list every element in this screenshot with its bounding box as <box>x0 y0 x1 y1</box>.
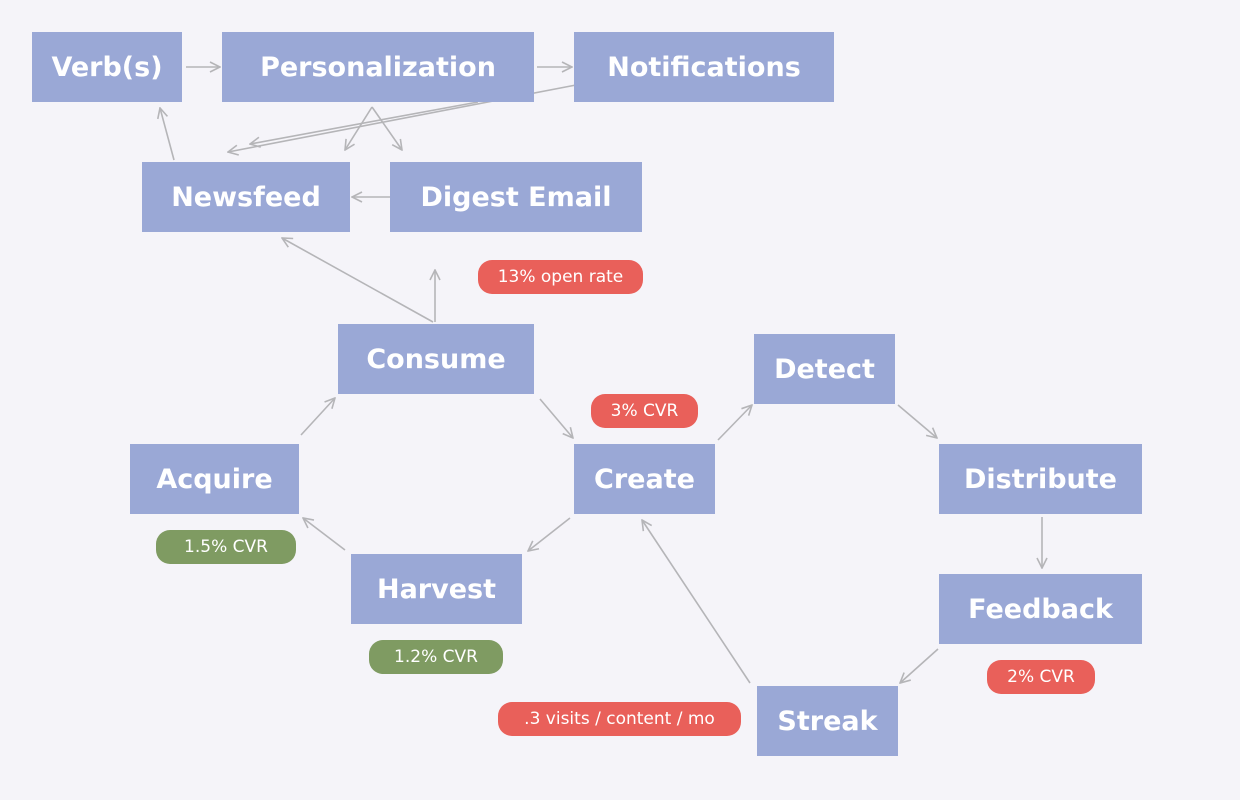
edge-create-to-harvest <box>528 517 571 551</box>
node-detect: Detect <box>754 334 895 404</box>
badge-feedback-cvr: 2% CVR <box>987 660 1095 694</box>
node-streak: Streak <box>757 686 898 756</box>
badge-create-cvr: 3% CVR <box>591 394 698 428</box>
badge-acquire-cvr: 1.5% CVR <box>156 530 296 564</box>
node-consume: Consume <box>338 324 534 394</box>
edge-personalization-to-digest-email <box>371 106 402 150</box>
node-personalization: Personalization <box>222 32 534 102</box>
edge-acquire-to-consume <box>300 398 335 436</box>
edge-personalization-to-newsfeed <box>250 101 479 144</box>
edge-create-to-detect <box>717 405 752 441</box>
edge-feedback-to-streak <box>900 648 939 683</box>
badge-harvest-cvr: 1.2% CVR <box>369 640 503 674</box>
edge-harvest-to-acquire <box>303 518 346 551</box>
badge-open-rate: 13% open rate <box>478 260 643 294</box>
node-harvest: Harvest <box>351 554 522 624</box>
edge-consume-to-create <box>539 398 573 438</box>
badge-streak-visits: .3 visits / content / mo <box>498 702 741 736</box>
edge-detect-to-distribute <box>897 404 937 438</box>
edge-newsfeed-to-verbs <box>160 108 175 161</box>
edge-streak-to-create <box>642 520 751 684</box>
node-feedback: Feedback <box>939 574 1142 644</box>
node-notifications: Notifications <box>574 32 834 102</box>
node-distribute: Distribute <box>939 444 1142 514</box>
edge-personalization-fork-to-newsfeed <box>345 106 373 150</box>
node-verbs: Verb(s) <box>32 32 182 102</box>
node-create: Create <box>574 444 715 514</box>
node-acquire: Acquire <box>130 444 299 514</box>
node-digest-email: Digest Email <box>390 162 642 232</box>
edge-consume-to-newsfeed <box>282 238 434 323</box>
node-newsfeed: Newsfeed <box>142 162 350 232</box>
